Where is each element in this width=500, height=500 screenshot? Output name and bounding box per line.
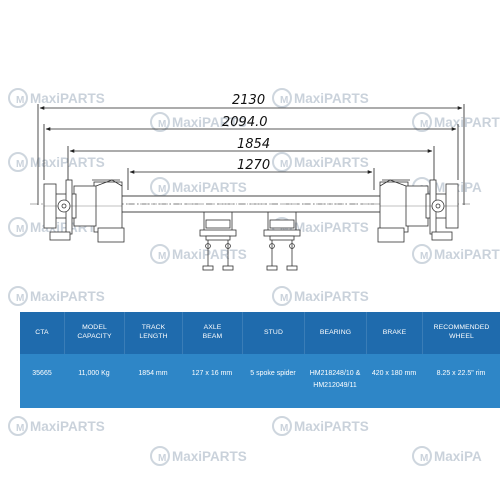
svg-text:MaxiPARTS: MaxiPARTS: [294, 155, 369, 170]
watermark-bottom: M MaxiPARTS M MaxiPARTS M MaxiPARTS M Ma…: [8, 416, 482, 466]
svg-text:M: M: [420, 251, 428, 262]
cell-axle-beam: 127 x 16 mm: [191, 370, 233, 377]
header-stud: Stud: [242, 312, 304, 354]
svg-text:M: M: [158, 119, 166, 130]
svg-text:M: M: [420, 119, 428, 130]
svg-text:M: M: [280, 423, 288, 434]
svg-text:M: M: [158, 184, 166, 195]
header-brake: Brake: [366, 312, 422, 354]
svg-text:M: M: [158, 453, 166, 464]
svg-text:MaxiPARTS: MaxiPARTS: [172, 449, 247, 464]
watermark-logo: M MaxiPARTS: [150, 112, 247, 132]
svg-text:M: M: [280, 224, 288, 235]
spring-seat-right: [263, 212, 301, 271]
dimension-spring-centres: 1270: [237, 158, 270, 173]
cell-model-capacity: 11,000 Kg: [78, 370, 110, 377]
cell-bearing: HM218248/10 & HM212049/11: [309, 370, 361, 389]
spring-seat-left: [199, 212, 237, 271]
dimension-overall-width: 2130: [232, 93, 265, 108]
svg-text:M: M: [16, 293, 24, 304]
watermark-logo: M MaxiPARTS: [272, 88, 369, 108]
svg-text:M: M: [280, 159, 288, 170]
watermark-logo: M MaxiPARTS: [8, 416, 105, 436]
watermark-logo: M MaxiPARTS: [412, 112, 500, 132]
watermark-logo: M MaxiPARTS: [8, 88, 105, 108]
svg-text:MaxiPARTS: MaxiPARTS: [172, 115, 247, 130]
watermark-logo: M MaxiPARTS: [8, 152, 105, 172]
dimension-lines: [37, 104, 465, 205]
header-axle-beam: Axle Beam: [182, 312, 242, 354]
svg-text:MaxiPARTS: MaxiPARTS: [294, 419, 369, 434]
svg-text:M: M: [158, 251, 166, 262]
watermark-logo: M MaxiPARTS: [150, 244, 247, 264]
watermark-logo: M MaxiPARTS: [272, 217, 369, 237]
watermark-logo: M MaxiPARTS: [272, 152, 369, 172]
header-track-length: Track Length: [124, 312, 182, 354]
watermark-logo: M MaxiPARTS: [272, 286, 369, 306]
svg-text:M: M: [16, 423, 24, 434]
axle-beam: [30, 195, 472, 213]
spec-table: CTA Model Capacity Track Length Axle Bea…: [20, 312, 500, 408]
cell-brake: 420 x 180 mm: [371, 370, 417, 377]
watermark-logo: M MaxiPA: [412, 446, 482, 466]
watermark-logo: M MaxiPARTS: [150, 177, 247, 197]
axle-technical-drawing: M MaxiPARTS M MaxiPARTS M MaxiPARTS M Ma…: [8, 88, 500, 306]
header-model-capacity: Model Capacity: [64, 312, 124, 354]
dimension-track-length: 1854: [237, 137, 270, 152]
svg-text:MaxiPA: MaxiPA: [434, 449, 482, 464]
header-bearing: Bearing: [304, 312, 366, 354]
svg-text:MaxiPARTS: MaxiPARTS: [434, 115, 500, 130]
svg-text:MaxiPARTS: MaxiPARTS: [172, 180, 247, 195]
watermark-logo: M MaxiPARTS: [272, 416, 369, 436]
svg-text:MaxiPARTS: MaxiPARTS: [30, 155, 105, 170]
svg-text:MaxiPARTS: MaxiPARTS: [30, 419, 105, 434]
svg-text:M: M: [16, 95, 24, 106]
svg-text:M: M: [280, 95, 288, 106]
header-cta: CTA: [35, 328, 49, 336]
svg-text:MaxiPARTS: MaxiPARTS: [172, 247, 247, 262]
spec-header-row: CTA Model Capacity Track Length Axle Bea…: [20, 312, 500, 354]
svg-text:MaxiPARTS: MaxiPARTS: [294, 220, 369, 235]
watermark-logo: M MaxiPARTS: [8, 286, 105, 306]
svg-text:MaxiPARTS: MaxiPARTS: [434, 247, 500, 262]
header-recommended-wheel: Recommended Wheel: [422, 312, 500, 354]
watermark-logo: M MaxiPARTS: [412, 244, 500, 264]
svg-text:MaxiPARTS: MaxiPARTS: [30, 91, 105, 106]
svg-text:M: M: [16, 159, 24, 170]
svg-text:M: M: [420, 453, 428, 464]
cell-track-length: 1854 mm: [138, 370, 168, 377]
right-hub-assembly: [377, 179, 459, 243]
spec-data-row: 35665 11,000 Kg 1854 mm 127 x 16 mm 5 sp…: [20, 354, 500, 408]
left-hub-assembly: [43, 179, 125, 243]
svg-text:MaxiPARTS: MaxiPARTS: [294, 289, 369, 304]
svg-text:MaxiPARTS: MaxiPARTS: [294, 91, 369, 106]
cell-cta: 35665: [32, 370, 52, 377]
cell-recommended-wheel: 8.25 x 22.5" rim: [436, 370, 486, 377]
svg-text:MaxiPARTS: MaxiPARTS: [30, 289, 105, 304]
svg-text:M: M: [280, 293, 288, 304]
watermark-logo: M MaxiPARTS: [150, 446, 247, 466]
svg-text:M: M: [16, 224, 24, 235]
cell-stud: 5 spoke spider: [250, 370, 296, 377]
dimension-hub-face-width: 2094.0: [222, 115, 268, 130]
